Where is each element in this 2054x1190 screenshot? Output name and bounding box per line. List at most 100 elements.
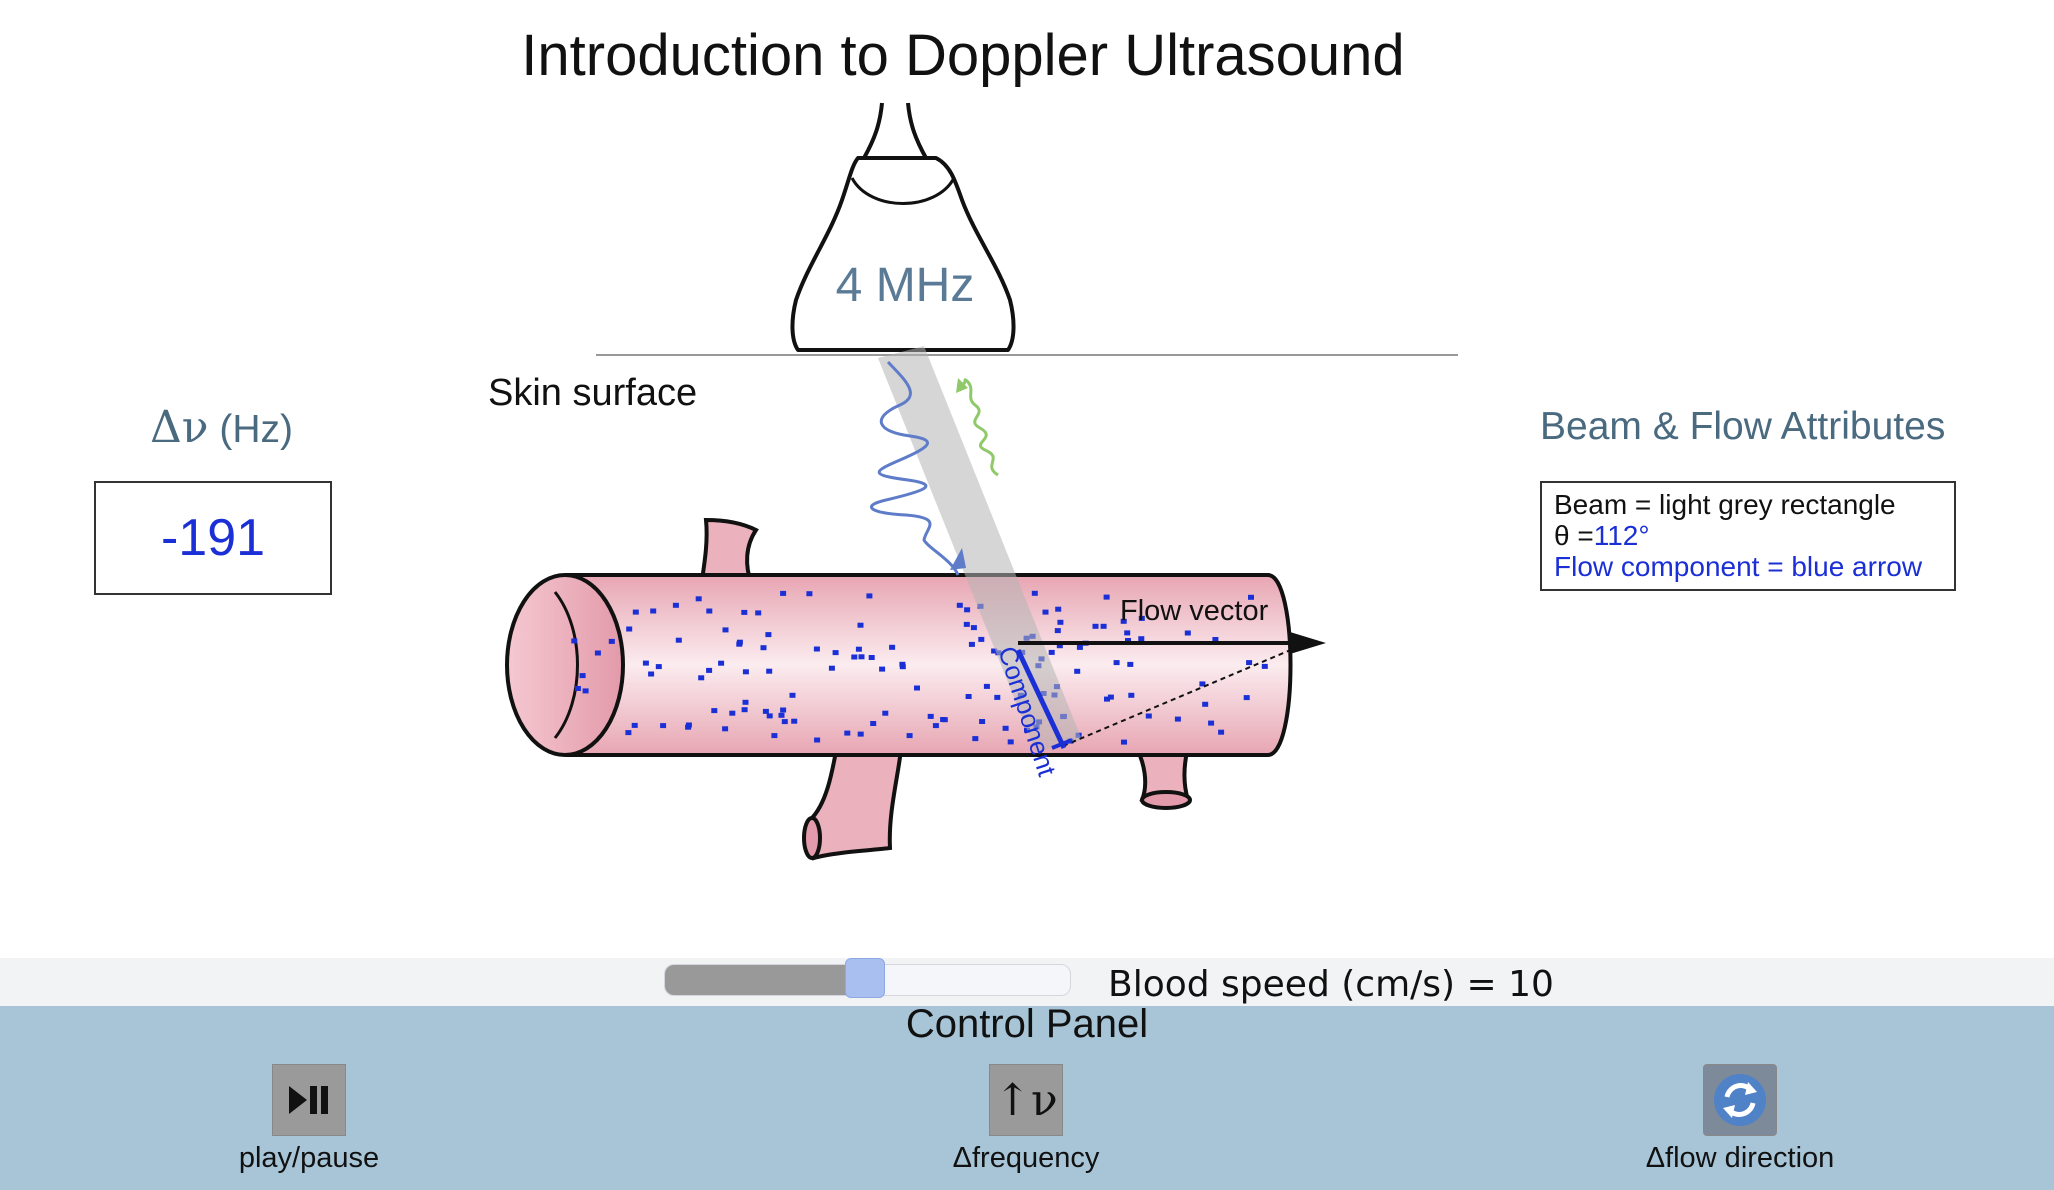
transducer-frequency-label: 4 MHz [835,259,975,312]
blood-particle [857,731,864,737]
blood-particle [1174,716,1181,722]
blood-particle [755,610,762,616]
blood-particle [1007,739,1014,745]
blood-particle [1125,638,1131,643]
blood-particle [991,648,998,654]
blood-particle [741,707,748,713]
blood-particle [626,626,633,632]
blood-particle [983,683,990,689]
blood-particle [866,593,873,599]
blood-particle [675,637,682,643]
flow-component-arrow [1015,648,1067,750]
blood-particle [1127,661,1134,667]
ultrasound-beam [878,346,1082,752]
blood-particle [685,724,692,730]
doppler-shift-value: -191 [160,509,266,567]
blood-particle [698,675,705,681]
blood-particle [1103,594,1110,600]
doppler-shift-heading: Δν (Hz) [150,402,293,453]
play-pause-button[interactable] [272,1064,346,1136]
blood-particle [766,713,773,719]
blood-particle [1120,618,1127,624]
blood-particle [870,721,877,726]
blood-particle [994,694,1001,700]
echo-wave-arrow [956,378,968,393]
flow-direction-button[interactable] [1703,1064,1777,1136]
blood-particle [741,609,748,615]
blood-particle [642,660,649,666]
blood-particle [1056,643,1063,649]
frequency-up-icon: ↑ν [994,1074,1058,1126]
blood-particle [832,650,839,656]
blood-particle [765,632,772,638]
blood-particle [631,722,638,728]
theta-value: 112° [1593,520,1650,551]
blood-particle [1218,729,1225,735]
blood-particle [1107,694,1114,700]
blood-particle [655,664,662,670]
blood-particle [760,645,767,651]
blood-particle [899,664,906,670]
blood-particle [1202,701,1209,707]
blood-speed-slider-handle[interactable] [845,958,886,998]
page-title: Introduction to Doppler Ultrasound [521,23,1405,88]
blood-particle [889,644,896,650]
blood-particle [706,667,713,673]
blood-particle [582,688,589,694]
attributes-heading: Beam & Flow Attributes [1540,405,1946,448]
simulation-canvas: Component Flow vector Introduction to Do… [94,23,1956,861]
frequency-button[interactable]: ↑ν [989,1064,1063,1136]
blood-particle [762,708,769,714]
blood-particle [1002,725,1009,731]
doppler-shift-unit: (Hz) [219,408,294,451]
blood-particle [1100,623,1107,629]
blood-particle [1199,681,1206,687]
control-panel-title: Control Panel [905,1002,1149,1046]
theta-line: θ =112° [1554,520,1942,551]
blood-particle [574,686,581,691]
blood-particle [970,625,977,631]
blood-particle [1248,594,1254,600]
play-pause-control: play/pause [159,1064,459,1175]
blood-particle [968,641,975,647]
blood-particle [879,666,886,672]
play-pause-icon [289,1086,328,1114]
blood-particle [978,636,985,642]
blood-particle [718,660,725,666]
blood-particle [789,692,796,698]
blood-particle [1243,695,1250,701]
blood-particle [650,608,657,614]
blood-particle [1057,619,1064,625]
blood-particle [742,699,749,705]
blood-particle [632,609,639,615]
blood-particle [1128,692,1135,698]
blood-particle [906,733,913,739]
blood-particle [851,654,858,660]
blood-particle [771,733,778,739]
blood-particle [858,654,865,660]
blood-particle [1113,660,1120,666]
blood-particle [1212,637,1219,642]
blood-particle [855,646,862,652]
blood-particle [1145,713,1152,719]
blood-particle [932,723,939,729]
ultrasound-transducer [790,102,1016,352]
delta-nu-symbol: Δν [150,402,209,453]
blood-particle [1124,630,1131,636]
skin-surface-label: Skin surface [488,372,698,414]
echo-wave [961,378,999,477]
blood-particle [711,708,718,714]
blood-particle [813,646,820,652]
play-pause-label: play/pause [238,1142,380,1174]
blood-particle [1074,668,1081,674]
transmitted-wave [870,360,960,576]
blood-particle [672,602,679,608]
attributes-panel: Beam = light grey rectangle θ =112° Flow… [1540,481,1956,591]
blood-particle [780,590,787,596]
blood-particle [1031,590,1038,596]
frequency-label: Δfrequency [952,1142,1100,1174]
blood-particle [571,638,578,644]
blood-particle [868,655,875,660]
blood-particle [857,622,864,628]
refresh-icon [1714,1074,1766,1126]
